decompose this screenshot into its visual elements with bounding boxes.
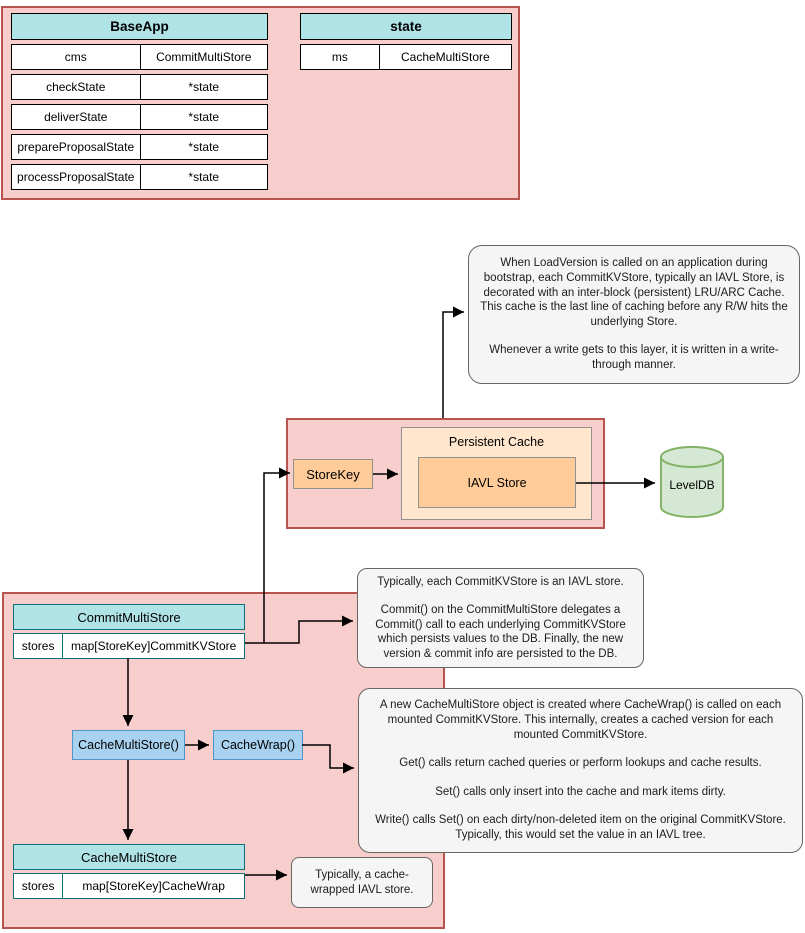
field-type: *state	[139, 105, 268, 129]
field-type: map[StoreKey]CommitKVStore	[62, 634, 244, 658]
field-type: map[StoreKey]CacheWrap	[62, 874, 244, 898]
note-cache-wrap-behavior: A new CacheMultiStore object is created …	[358, 688, 803, 853]
note-paragraph: Whenever a write gets to this layer, it …	[489, 344, 779, 371]
table-row: stores map[StoreKey]CommitKVStore	[13, 633, 245, 659]
note-paragraph: Set() calls only insert into the cache a…	[435, 785, 726, 798]
table-row: stores map[StoreKey]CacheWrap	[13, 873, 245, 899]
note-paragraph: A new CacheMultiStore object is created …	[379, 699, 782, 741]
field-name: stores	[21, 639, 55, 653]
note-paragraph: When LoadVersion is called on an applica…	[480, 257, 788, 328]
note-paragraph: Typically, a cache-wrapped IAVL store.	[310, 868, 414, 896]
baseapp-table: BaseApp cms CommitMultiStore checkState …	[11, 13, 268, 190]
cachewrap-fn-box: CacheWrap()	[213, 730, 303, 760]
table-row: prepareProposalState *state	[11, 134, 268, 160]
field-type: CommitMultiStore	[139, 45, 268, 69]
note-paragraph: Typically, each CommitKVStore is an IAVL…	[377, 575, 624, 588]
field-type: *state	[139, 165, 268, 189]
cachemultistore-fn-box: CacheMultiStore()	[72, 730, 185, 760]
table-row: checkState *state	[11, 74, 268, 100]
cachemultistore-table-title: CacheMultiStore	[13, 844, 245, 870]
iavl-store-box: IAVL Store	[418, 457, 576, 508]
cachemultistore-fn-label: CacheMultiStore()	[78, 738, 179, 752]
field-name: checkState	[46, 80, 106, 94]
arrow-cache-to-loadversion-note	[442, 306, 464, 418]
cachemultistore-table: CacheMultiStore stores map[StoreKey]Cach…	[13, 844, 245, 899]
storekey-label: StoreKey	[306, 466, 360, 482]
baseapp-table-title: BaseApp	[11, 13, 268, 40]
field-name: stores	[21, 879, 55, 893]
state-table: state ms CacheMultiStore	[300, 13, 512, 70]
note-paragraph: Get() calls return cached queries or per…	[399, 757, 762, 770]
table-row: cms CommitMultiStore	[11, 44, 268, 70]
field-type: *state	[139, 75, 268, 99]
field-name: deliverState	[44, 110, 108, 124]
cylinder-shape	[660, 446, 724, 518]
field-name: ms	[331, 50, 348, 64]
storekey-box: StoreKey	[293, 459, 373, 489]
note-paragraph: Write() calls Set() on each dirty/non-de…	[375, 814, 786, 841]
commitmultistore-table: CommitMultiStore stores map[StoreKey]Com…	[13, 604, 245, 659]
field-name: cms	[64, 50, 87, 64]
note-paragraph: Commit() on the CommitMultiStore delegat…	[375, 604, 626, 660]
note-load-version: When LoadVersion is called on an applica…	[468, 245, 800, 384]
state-table-title: state	[300, 13, 512, 40]
note-cache-wrapped: Typically, a cache-wrapped IAVL store.	[291, 857, 433, 908]
leveldb-cylinder: LevelDB	[659, 444, 725, 520]
cachewrap-fn-label: CacheWrap()	[220, 738, 296, 752]
table-row: deliverState *state	[11, 104, 268, 130]
field-name: processProposalState	[17, 170, 135, 184]
note-commit-delegation: Typically, each CommitKVStore is an IAVL…	[357, 568, 644, 668]
field-type: CacheMultiStore	[378, 45, 511, 69]
field-type: *state	[139, 135, 268, 159]
table-row: processProposalState *state	[11, 164, 268, 190]
iavl-store-label: IAVL Store	[467, 475, 527, 490]
field-name: prepareProposalState	[17, 140, 135, 154]
table-row: ms CacheMultiStore	[300, 44, 512, 70]
leveldb-label: LevelDB	[669, 478, 715, 492]
persistent-cache-title: Persistent Cache	[448, 435, 545, 449]
commitmultistore-table-title: CommitMultiStore	[13, 604, 245, 630]
